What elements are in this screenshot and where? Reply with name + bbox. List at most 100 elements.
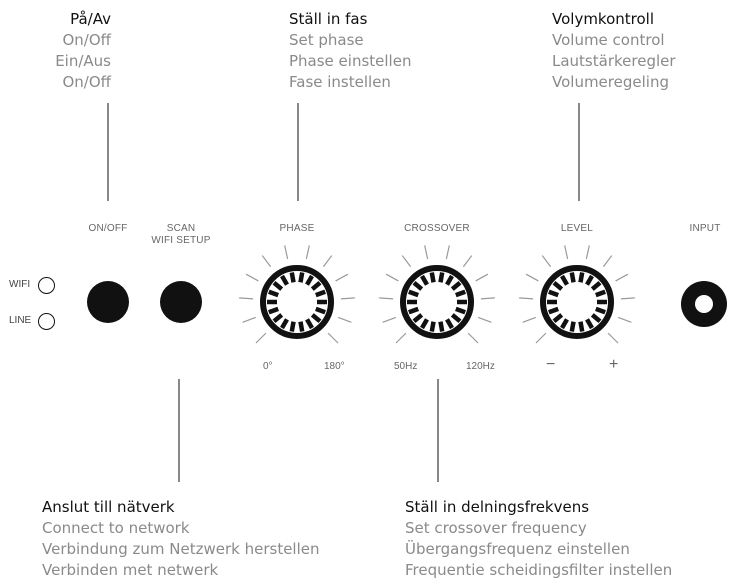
phase-callout-line: Fase instellen (289, 73, 391, 91)
phase-callout-title: Ställ in fas (289, 10, 368, 28)
line-led (38, 313, 55, 330)
knob-grip-ridge (298, 272, 305, 283)
knob-grip-ridge (280, 274, 289, 286)
phase-label: PHASE (279, 223, 315, 234)
level-knob[interactable] (517, 242, 637, 362)
wifi-led (38, 277, 55, 294)
knob-scale-tick (340, 297, 355, 300)
knob-grip-ridge (272, 280, 284, 291)
knob-scale-tick (335, 273, 349, 282)
phase-leader-line (297, 103, 299, 201)
knob-grip-ridge (552, 313, 564, 324)
knob-scale-tick (395, 332, 407, 344)
level-label: LEVEL (560, 223, 594, 234)
knob-scale-tick (445, 245, 450, 260)
knob-grip-ridge (595, 306, 606, 315)
network-callout-line: Verbindung zum Netzwerk herstellen (42, 540, 320, 558)
scan-label-line: WIFI SETUP (151, 235, 211, 246)
knob-grip-ridge (590, 313, 602, 324)
volume-callout-line: Volumeregeling (552, 73, 669, 91)
knob-scale-tick (261, 255, 272, 268)
input-jack[interactable] (681, 281, 727, 327)
knob-grip-ridge (445, 318, 454, 330)
knob-grip-ridge (289, 272, 296, 283)
phase-callout-line: Set phase (289, 31, 364, 49)
crossover-knob[interactable] (377, 242, 497, 362)
knob-grip-ridge (310, 280, 322, 291)
knob-grip-ridge (408, 289, 419, 298)
knob-grip-ridge (445, 274, 454, 286)
scan-wifi-setup-button[interactable] (160, 281, 202, 323)
input-jack-hole (695, 295, 713, 313)
knob-scale-tick (467, 332, 479, 344)
power-callout-line: On/Off (62, 73, 111, 91)
knob-scale-tick (462, 255, 473, 268)
onoff-button[interactable] (87, 281, 129, 323)
onoff-label: ON/OFF (88, 223, 128, 234)
knob-grip-ridge (455, 306, 466, 315)
volume-callout-title: Volymkontroll (552, 10, 654, 28)
level-min-label: − (546, 356, 556, 373)
power-callout: På/Av On/Off Ein/Aus On/Off (0, 9, 111, 93)
knob-grip-ridge (569, 321, 576, 332)
knob-grip-ridge (569, 272, 576, 283)
phase-max-label: 180° (324, 361, 345, 372)
knob-scale-tick (382, 316, 396, 323)
knob-grip-ridge (420, 318, 429, 330)
crossover-min-label: 50Hz (394, 361, 418, 372)
knob-scale-tick (284, 245, 289, 260)
network-callout-title: Anslut till nätverk (42, 498, 175, 516)
input-label: INPUT (689, 223, 721, 234)
knob-scale-tick (615, 273, 629, 282)
knob-grip-ridge (429, 321, 436, 332)
phase-min-label: 0° (263, 361, 273, 372)
knob-grip-ridge (412, 280, 424, 291)
knob-grip-ridge (578, 321, 585, 332)
knob-scale-tick (525, 273, 539, 282)
knob-scale-tick (385, 273, 399, 282)
knob-scale-tick (618, 316, 632, 323)
knob-grip-ridge (548, 289, 559, 298)
phase-callout-line: Phase einstellen (289, 52, 412, 70)
knob-grip-ridge (455, 289, 466, 298)
knob-grip-ridge (305, 318, 314, 330)
crossover-leader-line (437, 379, 439, 482)
line-led-label: LINE (9, 315, 32, 326)
knob-grip-ridge (438, 321, 445, 332)
phase-callout: Ställ in fas Set phase Phase einstellen … (289, 9, 411, 93)
network-callout-line: Verbinden met netwerk (42, 561, 219, 579)
knob-grip-ridge (420, 274, 429, 286)
knob-grip-ridge (590, 280, 602, 291)
crossover-callout-line: Set crossover frequency (405, 519, 587, 537)
knob-scale-tick (564, 245, 569, 260)
knob-scale-tick (242, 316, 256, 323)
level-max-label: + (609, 356, 619, 373)
crossover-label: CROSSOVER (404, 223, 470, 234)
knob-scale-tick (245, 273, 259, 282)
knob-grip-ridge (595, 289, 606, 298)
volume-callout-line: Lautstärkeregler (552, 52, 676, 70)
knob-grip-ridge (268, 306, 279, 315)
knob-grip-ridge (408, 306, 419, 315)
phase-knob[interactable] (237, 242, 357, 362)
knob-scale-tick (478, 316, 492, 323)
network-callout-line: Connect to network (42, 519, 190, 537)
knob-grip-ridge (429, 272, 436, 283)
knob-scale-tick (620, 297, 635, 300)
knob-scale-tick (541, 255, 552, 268)
power-callout-title: På/Av (70, 10, 111, 28)
knob-grip-ridge (585, 318, 594, 330)
crossover-callout: Ställ in delningsfrekvens Set crossover … (405, 497, 672, 581)
power-callout-line: Ein/Aus (55, 52, 111, 70)
crossover-callout-title: Ställ in delningsfrekvens (405, 498, 590, 516)
knob-scale-tick (480, 297, 495, 300)
knob-scale-tick (239, 297, 254, 300)
knob-grip-ridge (310, 313, 322, 324)
knob-grip-ridge (412, 313, 424, 324)
knob-grip-ridge (560, 318, 569, 330)
knob-grip-ridge (438, 272, 445, 283)
knob-grip-ridge (315, 306, 326, 315)
knob-scale-tick (475, 273, 489, 282)
knob-scale-tick (338, 316, 352, 323)
network-leader-line (178, 379, 180, 482)
